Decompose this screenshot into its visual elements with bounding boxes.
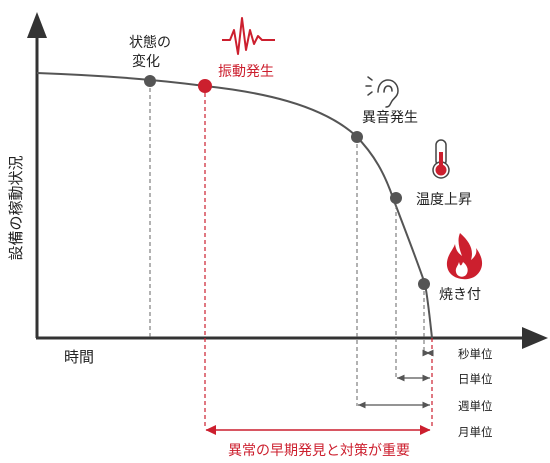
marker-sound bbox=[351, 131, 363, 143]
timescale-days: 日単位 bbox=[458, 372, 493, 386]
vibration-wave-icon bbox=[222, 17, 275, 55]
x-axis-label: 時間 bbox=[64, 348, 94, 366]
timescale-weeks: 週単位 bbox=[458, 399, 493, 413]
stage-label-sound: 異音発生 bbox=[362, 109, 418, 126]
stage-label-temp: 温度上昇 bbox=[416, 192, 472, 208]
stage-label-change-line1: 状態の bbox=[129, 35, 171, 51]
axes bbox=[27, 12, 548, 349]
x-axis-arrowhead bbox=[522, 327, 548, 349]
guide-lines bbox=[149, 81, 433, 428]
timescale-seconds: 秒単位 bbox=[458, 347, 493, 361]
ear-icon bbox=[365, 76, 399, 108]
marker-vibration bbox=[198, 79, 212, 93]
stage-label-vibration: 振動発生 bbox=[218, 64, 274, 80]
stage-label-change-line2: 変化 bbox=[132, 53, 160, 70]
y-axis-label: 設備の稼動状況 bbox=[7, 155, 25, 260]
marker-burn bbox=[418, 278, 430, 290]
conclusion-text: 異常の早期発見と対策が重要 bbox=[228, 442, 410, 459]
thermometer-icon bbox=[432, 139, 450, 179]
flame-icon bbox=[446, 233, 483, 280]
timescale-arrows bbox=[205, 349, 434, 436]
timescale-months: 月単位 bbox=[458, 425, 493, 439]
y-axis-arrowhead bbox=[27, 12, 47, 38]
stage-label-burn: 焼き付 bbox=[439, 287, 481, 303]
marker-change bbox=[144, 75, 156, 87]
marker-temp bbox=[390, 192, 402, 204]
stage-markers bbox=[144, 75, 430, 290]
